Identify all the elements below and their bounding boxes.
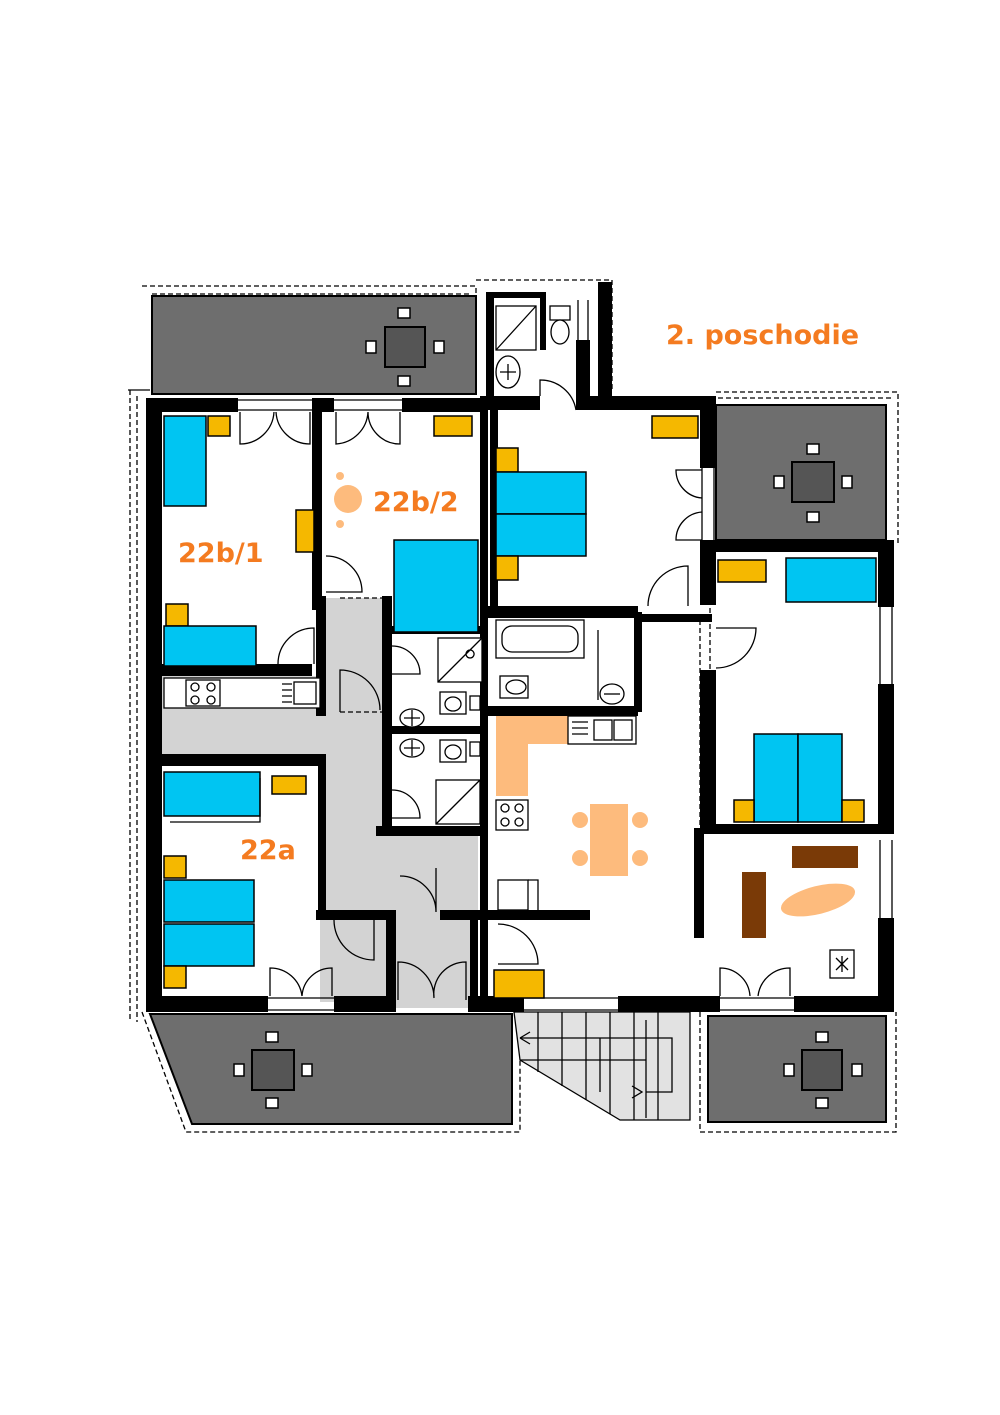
- room-top-center-furniture: [495, 415, 699, 581]
- room-22a-furniture: [163, 771, 307, 989]
- bathrooms-left: [399, 637, 483, 825]
- bathroom-center: [495, 619, 625, 705]
- floor-label: 2. poschodie: [666, 320, 859, 351]
- staircase: [513, 1011, 691, 1121]
- room-right-furniture: [717, 557, 877, 823]
- kitchen-dining: [495, 715, 648, 911]
- terrace-top-left: [151, 295, 477, 395]
- doors: [239, 379, 791, 1000]
- room-label-22b2: 22b/2: [373, 487, 459, 518]
- terrace-bottom-left: [148, 1013, 513, 1125]
- room-label-22a: 22a: [240, 835, 296, 866]
- living-room-furniture: [493, 846, 858, 999]
- walls: [146, 282, 894, 1012]
- room-22b2-furniture: [334, 415, 479, 633]
- room-label-22b1: 22b/1: [178, 538, 264, 569]
- room-22b1-furniture: [163, 415, 315, 667]
- hallway-kitchenette: [163, 677, 321, 709]
- terrace-top-right: [715, 404, 887, 541]
- windows: [147, 300, 893, 1011]
- bathroom-top: [495, 305, 571, 389]
- terrace-bottom-right: [707, 1015, 887, 1123]
